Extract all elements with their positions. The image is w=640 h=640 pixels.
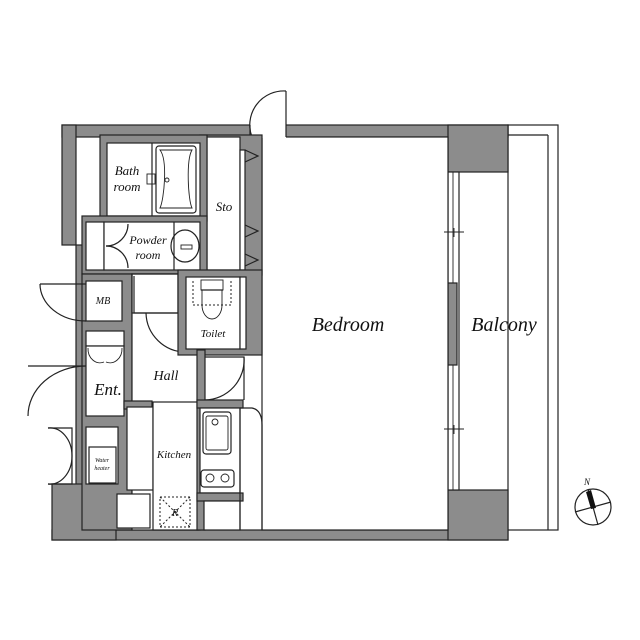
label-powder-room: Powder bbox=[128, 233, 167, 247]
label-bedroom: Bedroom bbox=[312, 314, 385, 336]
entrance bbox=[27, 330, 153, 417]
compass-icon: N bbox=[574, 477, 612, 526]
label-balcony: Balcony bbox=[471, 314, 537, 336]
toilet bbox=[177, 269, 263, 356]
label-toilet: Toilet bbox=[201, 328, 227, 340]
label-bathroom: Bath bbox=[115, 163, 140, 178]
kitchen bbox=[116, 349, 263, 531]
exterior-walls bbox=[51, 124, 509, 541]
water-heater-closet bbox=[47, 426, 119, 485]
label-bathroom-2: room bbox=[114, 179, 141, 194]
bathroom bbox=[99, 134, 208, 222]
powder-room bbox=[81, 215, 208, 275]
bedroom bbox=[249, 90, 464, 531]
label-storage: Sto bbox=[216, 199, 233, 214]
label-powder-room-2: room bbox=[136, 248, 161, 262]
balcony bbox=[507, 124, 559, 531]
label-meter-box: MB bbox=[95, 296, 110, 307]
storage-closet bbox=[199, 134, 263, 276]
label-water-heater-2: heater bbox=[94, 466, 110, 472]
label-hall: Hall bbox=[153, 369, 179, 384]
label-water-heater: Water bbox=[95, 458, 110, 464]
label-refrigerator: R bbox=[171, 508, 178, 519]
label-kitchen: Kitchen bbox=[156, 449, 192, 461]
label-entrance: Ent. bbox=[93, 380, 122, 399]
compass-north-label: N bbox=[583, 477, 591, 487]
